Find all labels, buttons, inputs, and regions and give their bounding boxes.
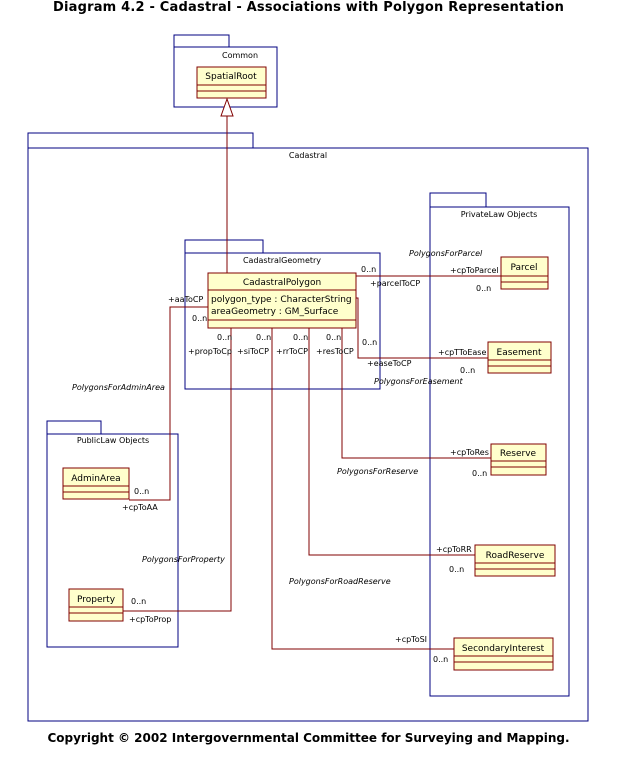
- role-rr-to-cp: +rrToCP: [276, 347, 308, 356]
- role-prop-to-cp: +propToCp: [188, 347, 232, 356]
- class-spatial-root-name: SpatialRoot: [205, 72, 257, 82]
- role-cp-to-aa: +cpToAA: [122, 503, 158, 512]
- class-parcel[interactable]: Parcel: [500, 256, 549, 290]
- association-name-property: PolygonsForProperty: [142, 555, 225, 564]
- association-easement-line[interactable]: [356, 297, 488, 359]
- class-parcel-name: Parcel: [510, 263, 537, 273]
- package-private-law-label: PrivateLaw Objects: [461, 210, 538, 219]
- package-cadastral-label: Cadastral: [289, 151, 327, 160]
- mult-secondary-interest-class-end: 0..n: [433, 655, 448, 664]
- role-aa-to-cp: +aaToCP: [168, 295, 204, 304]
- mult-admin-area-class-end: 0..n: [134, 487, 149, 496]
- class-road-reserve[interactable]: RoadReserve: [474, 544, 556, 577]
- role-cp-to-prop: +cpToProp: [129, 615, 171, 624]
- mult-easement-class-end: 0..n: [460, 366, 475, 375]
- class-secondary-interest-name: SecondaryInterest: [462, 644, 545, 654]
- class-easement-name: Easement: [497, 348, 542, 358]
- package-public-law-label: PublicLaw Objects: [77, 436, 149, 445]
- mult-property-class-end: 0..n: [131, 597, 146, 606]
- role-cp-to-rr: +cpToRR: [436, 545, 472, 554]
- class-admin-area[interactable]: AdminArea: [62, 467, 130, 500]
- class-property-name: Property: [77, 595, 116, 605]
- package-public-law-objects[interactable]: PublicLaw Objects: [46, 420, 179, 648]
- class-spatial-root[interactable]: SpatialRoot: [196, 66, 267, 99]
- mult-reserve-class-end: 0..n: [472, 469, 487, 478]
- association-name-admin-area: PolygonsForAdminArea: [72, 383, 165, 392]
- role-si-to-cp: +siToCP: [237, 347, 269, 356]
- package-cadastral-geometry[interactable]: CadastralGeometry: [184, 239, 381, 390]
- mult-property-polygon-end: 0..n: [217, 333, 232, 342]
- mult-admin-area-polygon-end: 0..n: [192, 314, 207, 323]
- role-cp-to-ease: +cpTToEase: [438, 348, 486, 357]
- mult-road-reserve-class-end: 0..n: [449, 565, 464, 574]
- copyright-footer: Copyright © 2002 Intergovernmental Commi…: [47, 731, 570, 745]
- attribute-polygon-type: polygon_type : CharacterString: [211, 295, 352, 305]
- class-reserve-name: Reserve: [500, 449, 537, 459]
- class-road-reserve-name: RoadReserve: [486, 551, 545, 561]
- class-easement[interactable]: Easement: [487, 341, 552, 374]
- package-cadastral-geometry-label: CadastralGeometry: [243, 256, 321, 265]
- mult-parcel-class-end: 0..n: [476, 284, 491, 293]
- class-cadastral-polygon[interactable]: CadastralPolygon polygon_type : Characte…: [207, 272, 357, 329]
- package-private-law-objects[interactable]: PrivateLaw Objects: [429, 192, 570, 697]
- role-cp-to-si: +cpToSI: [395, 635, 427, 644]
- generalization-to-spatial-root[interactable]: [220, 97, 234, 273]
- association-admin-area-line[interactable]: [129, 306, 208, 501]
- package-cadastral[interactable]: Cadastral: [27, 132, 589, 722]
- role-parcel-to-cp: +parcelToCP: [370, 279, 420, 288]
- diagram-title: Diagram 4.2 - Cadastral - Associations w…: [52, 0, 565, 15]
- role-cp-to-res: +cpToRes: [450, 448, 489, 457]
- mult-easement-polygon-end: 0..n: [362, 338, 377, 347]
- mult-secondary-interest-polygon-end: 0..n: [256, 333, 271, 342]
- class-cadastral-polygon-name: CadastralPolygon: [243, 278, 321, 288]
- mult-parcel-polygon-end: 0..n: [361, 265, 376, 274]
- class-reserve[interactable]: Reserve: [490, 443, 547, 476]
- class-property[interactable]: Property: [68, 588, 124, 622]
- association-property-line[interactable]: [123, 328, 232, 612]
- package-common-label: Common: [222, 51, 258, 60]
- association-name-easement: PolygonsForEasement: [374, 377, 464, 386]
- association-name-parcel: PolygonsForParcel: [409, 249, 483, 258]
- association-road-reserve-line[interactable]: [308, 328, 475, 556]
- mult-road-reserve-polygon-end: 0..n: [293, 333, 308, 342]
- association-secondary-interest-line[interactable]: [271, 328, 454, 650]
- association-name-reserve: PolygonsForReserve: [337, 467, 418, 476]
- association-name-road-reserve: PolygonsForRoadReserve: [289, 577, 391, 586]
- attribute-area-geometry: areaGeometry : GM_Surface: [211, 307, 339, 317]
- role-ease-to-cp: +easeToCP: [367, 359, 412, 368]
- mult-reserve-polygon-end: 0..n: [326, 333, 341, 342]
- class-secondary-interest[interactable]: SecondaryInterest: [453, 637, 554, 671]
- role-cp-to-parcel: +cpToParcel: [450, 266, 499, 275]
- class-admin-area-name: AdminArea: [71, 474, 120, 484]
- role-res-to-cp: +resToCP: [316, 347, 354, 356]
- association-reserve-line[interactable]: [341, 328, 491, 459]
